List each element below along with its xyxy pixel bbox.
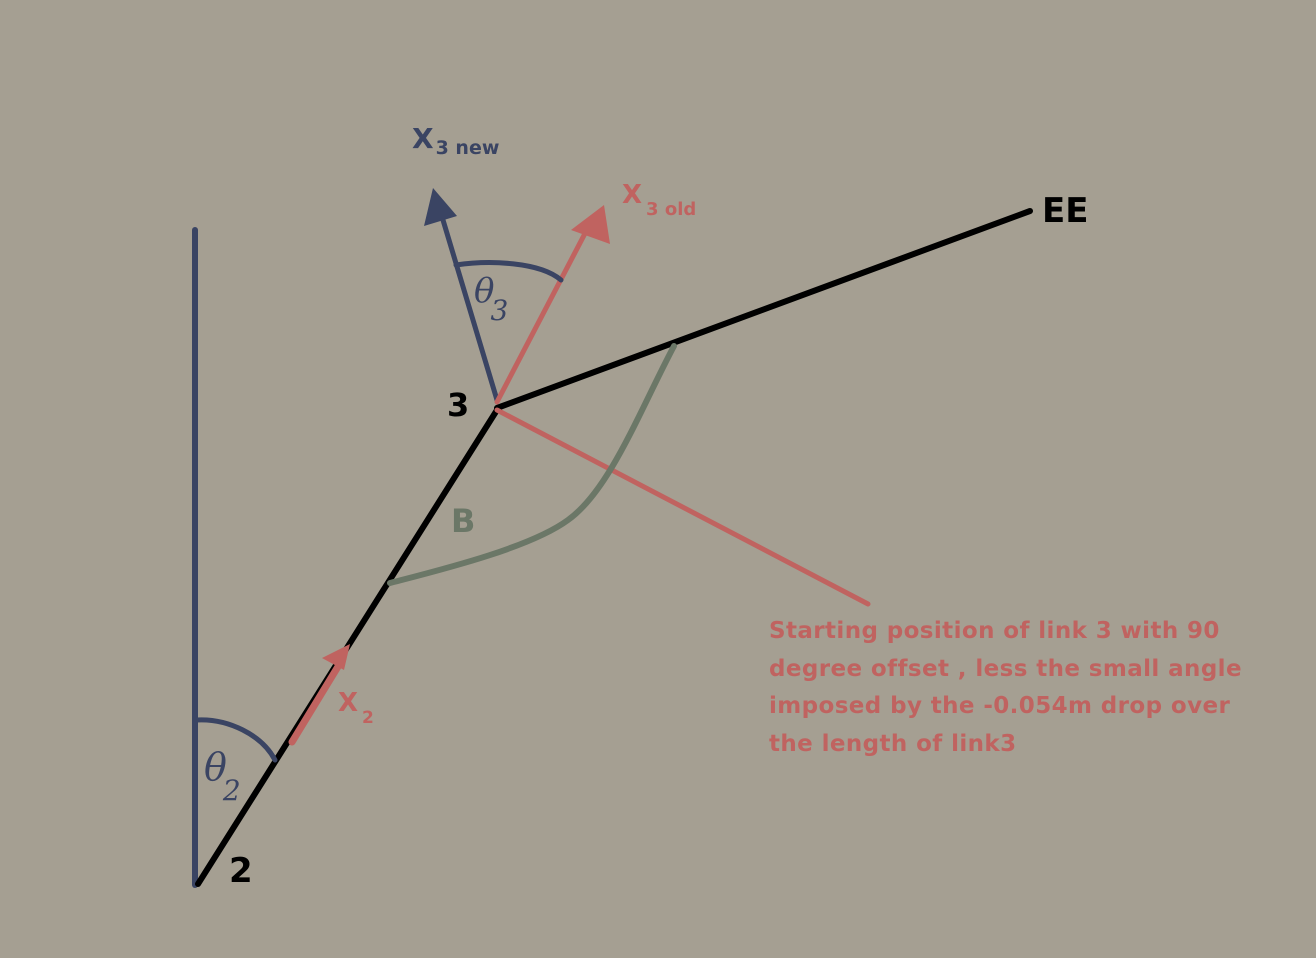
x3-old-arrowhead <box>571 205 610 244</box>
theta3-label-subscript: 3 <box>490 294 508 327</box>
x3-new-label-subscript: 3 new <box>436 137 500 159</box>
x2-label-subscript: 2 <box>362 708 374 728</box>
end-effector-label: EE <box>1042 191 1088 231</box>
x2-label-main: X <box>338 688 358 718</box>
x3-old-axis-arrow <box>494 217 595 405</box>
annotation-line-2: degree offset , less the small angle <box>769 655 1242 682</box>
x2-arrowhead <box>322 644 350 670</box>
theta2-arc <box>193 717 278 763</box>
x3-new-axis-arrow <box>437 207 500 403</box>
x3-new-label-main: X <box>412 122 434 155</box>
x3-old-label-subscript: 3 old <box>646 199 696 220</box>
link-3-start-position-line <box>494 407 871 607</box>
angle-b-arc <box>387 343 677 586</box>
x3-old-label-main: X <box>622 180 642 210</box>
theta2-label-subscript: 2 <box>222 774 241 807</box>
theta3-label: θ3 <box>474 271 508 327</box>
joint-3-label: 3 <box>447 386 469 424</box>
joint-2-label: 2 <box>229 851 253 891</box>
annotation-note: Starting position of link 3 with 90 degr… <box>769 613 1309 763</box>
x3-new-arrowhead <box>424 188 457 226</box>
theta2-label-main: θ <box>204 745 227 789</box>
angle-b-label: B <box>451 502 475 540</box>
annotation-line-3: imposed by the -0.054m drop over <box>769 693 1231 719</box>
annotation-line-1: Starting position of link 3 with 90 <box>769 618 1220 644</box>
theta3-arc <box>453 260 564 283</box>
link-3 <box>494 208 1033 411</box>
x2-axis-arrow <box>288 656 346 746</box>
annotation-line-4: the length of link3 <box>769 730 1017 757</box>
theta3-label-main: θ <box>474 271 494 311</box>
